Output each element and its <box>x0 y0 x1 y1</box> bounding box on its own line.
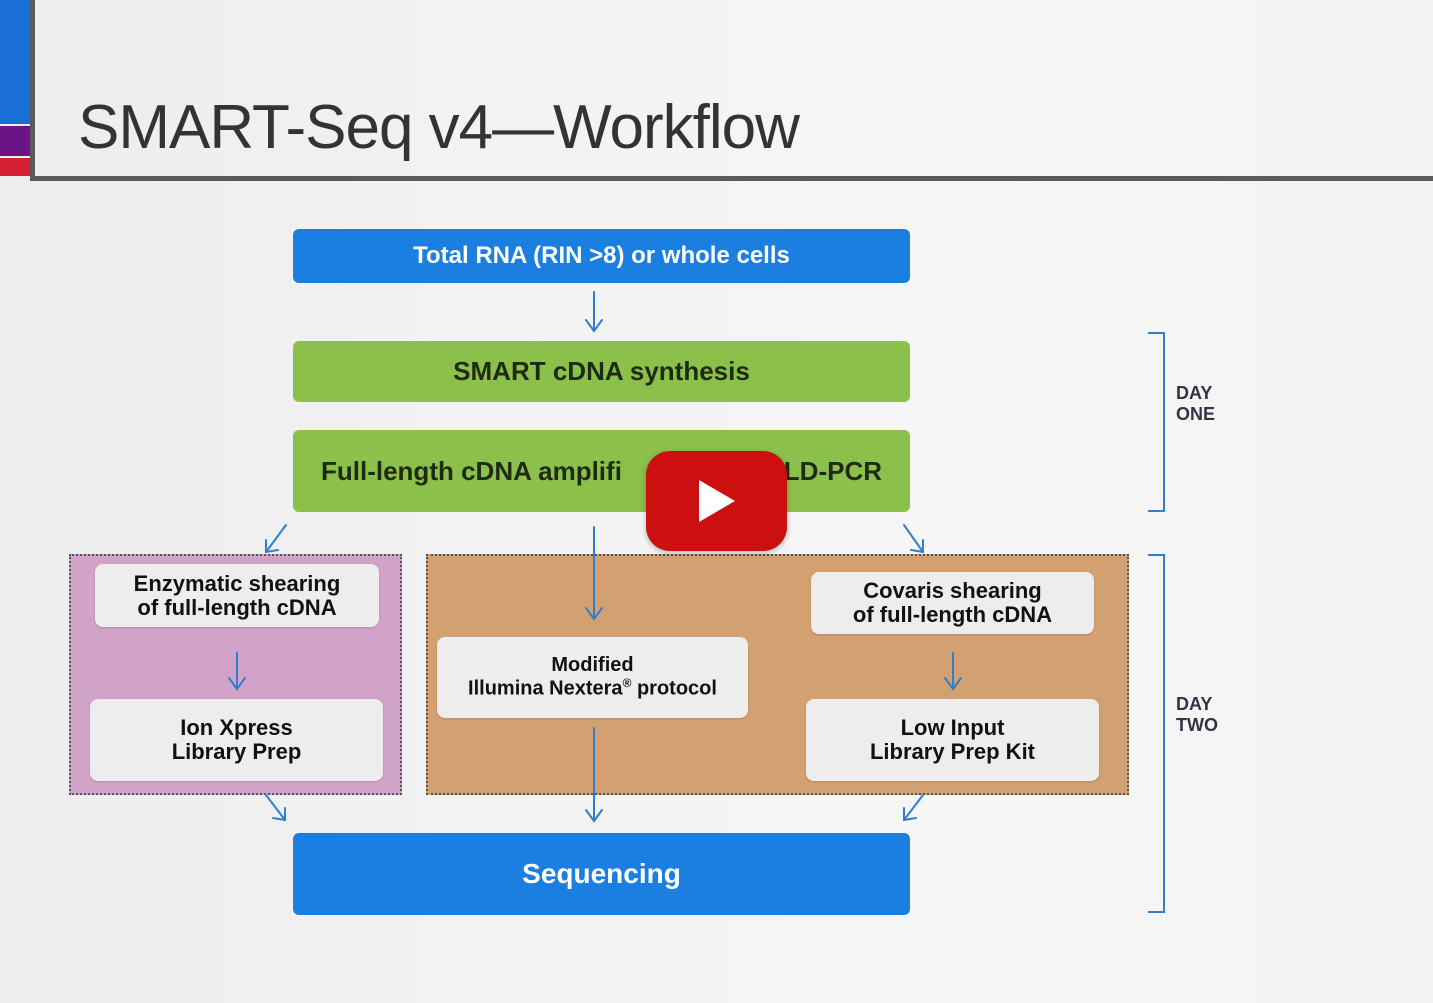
step-input-label: Total RNA (RIN >8) or whole cells <box>413 242 790 270</box>
step-amplification-label-right: LD-PCR <box>783 455 882 486</box>
title-rule <box>30 176 1433 181</box>
nextera-registered-mark: ® <box>622 675 632 690</box>
covaris-shearing-box: Covaris shearing of full-length cDNA <box>811 572 1094 634</box>
covaris-line2: of full-length cDNA <box>852 602 1053 627</box>
accent-bar-blue <box>0 0 30 124</box>
nextera-line2-wrap: Illumina Nextera® protocol <box>468 675 717 700</box>
step-input: Total RNA (RIN >8) or whole cells <box>293 229 910 283</box>
accent-bar-purple <box>0 126 30 156</box>
day-two-label: DAY TWO <box>1176 694 1218 736</box>
low-input-line1: Low Input <box>900 715 1005 741</box>
play-icon <box>698 480 735 522</box>
day-one-line1: DAY <box>1176 383 1213 403</box>
ion-xpress-line2: Library Prep <box>171 739 302 764</box>
nextera-box: Modified Illumina Nextera® protocol <box>437 637 748 718</box>
ion-shearing-line2: of full-length cDNA <box>137 594 337 620</box>
day-two-line2: TWO <box>1176 715 1218 735</box>
ion-xpress-line1: Ion Xpress <box>180 715 293 741</box>
ion-xpress-box: Ion Xpress Library Prep <box>90 699 383 781</box>
accent-bar-red <box>0 158 30 176</box>
day-one-label: DAY ONE <box>1176 383 1215 425</box>
step-synthesis: SMART cDNA synthesis <box>293 341 910 402</box>
day-one-line2: ONE <box>1176 404 1216 424</box>
step-amplification-label-left: Full-length cDNA amplifi <box>321 455 622 486</box>
step-synthesis-label: SMART cDNA synthesis <box>453 356 750 387</box>
nextera-line2-tail: protocol <box>631 677 717 700</box>
step-amplification: Full-length cDNA amplifi LD-PCR <box>293 430 910 512</box>
ion-shearing-line1: Enzymatic shearing <box>133 570 341 596</box>
step-sequencing-label: Sequencing <box>522 857 681 889</box>
slide-title: SMART-Seq v4—Workflow <box>78 93 800 162</box>
low-input-box: Low Input Library Prep Kit <box>806 699 1099 781</box>
day-two-line1: DAY <box>1176 694 1213 714</box>
step-sequencing: Sequencing <box>293 833 910 915</box>
accent-divider <box>30 0 35 178</box>
low-input-line2: Library Prep Kit <box>869 739 1036 764</box>
day-brackets <box>1148 332 1165 913</box>
nextera-line2: Illumina Nextera <box>468 677 623 700</box>
nextera-line1: Modified <box>551 654 634 677</box>
covaris-line1: Covaris shearing <box>863 578 1042 604</box>
ion-shearing-box: Enzymatic shearing of full-length cDNA <box>95 564 379 627</box>
video-play-button[interactable] <box>646 451 787 551</box>
